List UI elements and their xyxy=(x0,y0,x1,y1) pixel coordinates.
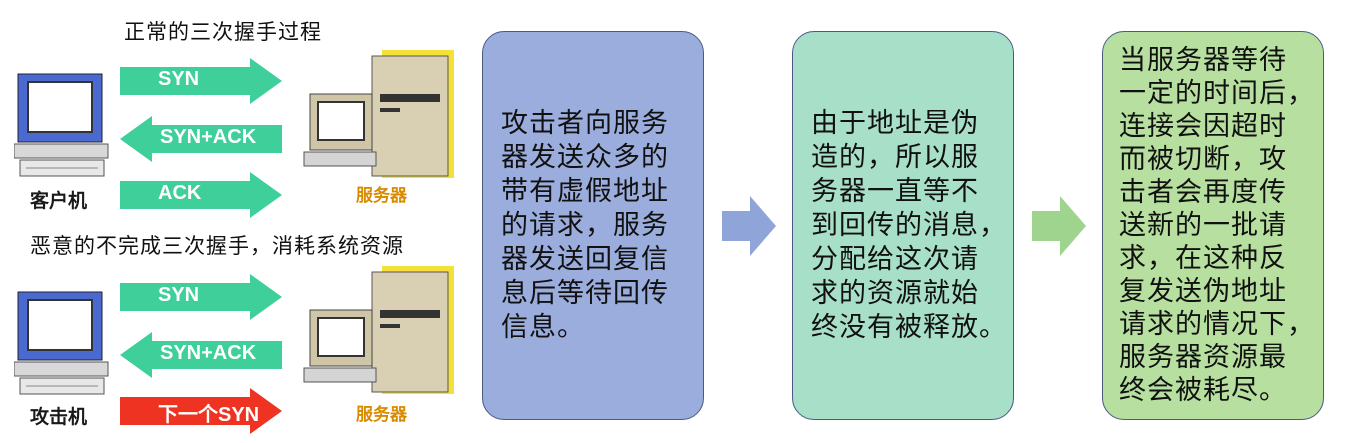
step-box-1-text: 攻击者向服务 器发送众多的 带有虚假地址 的请求，服务 器发送回复信 息后等待回… xyxy=(501,107,669,343)
malicious-3-arrow-icon xyxy=(120,388,282,434)
normal-handshake-heading: 正常的三次握手过程 xyxy=(124,20,322,44)
client-label: 客户机 xyxy=(30,190,88,212)
server-bottom-icon xyxy=(303,266,454,394)
malicious-1-arrow-icon xyxy=(120,274,282,320)
normal-2-arrow-icon xyxy=(120,116,282,162)
normal-2-label: SYN+ACK xyxy=(160,126,257,148)
malicious-2-arrow-icon xyxy=(120,332,282,378)
step-box-3-text: 当服务器等待 一定的时间后， 连接会因超时 而被切断，攻 击者会再度传 送新的一… xyxy=(1119,45,1315,406)
malicious-3-label: 下一个SYN xyxy=(158,404,260,426)
normal-3-label: ACK xyxy=(158,182,202,204)
flow-arrow-1-icon xyxy=(722,196,776,256)
normal-3-arrow-icon xyxy=(120,172,282,218)
step-box-3: 当服务器等待 一定的时间后， 连接会因超时 而被切断，攻 击者会再度传 送新的一… xyxy=(1102,31,1324,420)
malicious-1-label: SYN xyxy=(158,284,200,306)
malicious-handshake-heading: 恶意的不完成三次握手，消耗系统资源 xyxy=(30,234,404,258)
step-box-1: 攻击者向服务 器发送众多的 带有虚假地址 的请求，服务 器发送回复信 息后等待回… xyxy=(482,31,704,420)
client-computer-icon xyxy=(14,73,109,177)
attacker-computer-icon xyxy=(14,291,109,395)
step-box-2: 由于地址是伪 造的，所以服 务器一直等不 到回传的消息， 分配给这次请 求的资源… xyxy=(792,31,1014,420)
normal-1-arrow-icon xyxy=(120,58,282,104)
flow-arrow-2-icon xyxy=(1032,196,1086,256)
server-bottom-label: 服务器 xyxy=(356,405,407,425)
malicious-2-label: SYN+ACK xyxy=(160,342,257,364)
server-top-icon xyxy=(303,50,454,178)
attacker-label: 攻击机 xyxy=(30,406,88,428)
step-box-2-text: 由于地址是伪 造的，所以服 务器一直等不 到回传的消息， 分配给这次请 求的资源… xyxy=(811,107,1007,343)
normal-1-label: SYN xyxy=(158,68,200,90)
server-top-label: 服务器 xyxy=(356,186,407,206)
